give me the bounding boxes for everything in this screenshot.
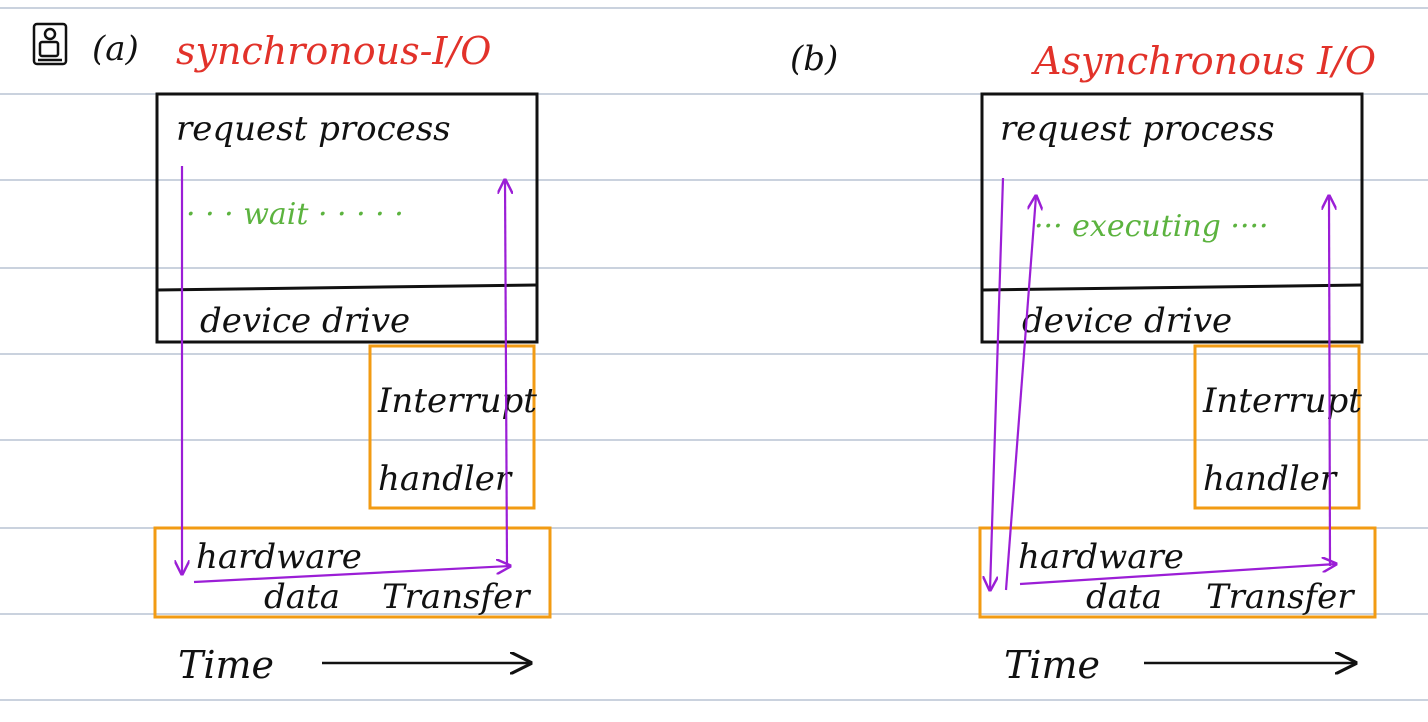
data-label: data <box>264 577 340 617</box>
panel-a: (a) synchronous-I/O request process · · … <box>92 29 552 687</box>
wait-status: · · · wait · · · · · <box>186 197 404 232</box>
handler-label: handler <box>378 459 513 499</box>
executing-status: ··· executing ···· <box>1034 209 1269 244</box>
panel-b: (b) Asynchronous I/O request process ···… <box>790 39 1377 687</box>
completion-up-arrow <box>1329 196 1330 567</box>
hardware-box <box>153 526 552 619</box>
transfer-arrow <box>1019 564 1336 586</box>
time-label: Time <box>178 643 274 687</box>
transfer-label: Transfer <box>382 577 531 617</box>
transfer-label: Transfer <box>1206 577 1355 617</box>
driver-divider <box>156 283 538 292</box>
data-label: data <box>1086 577 1162 617</box>
request-down-arrow <box>990 177 1005 590</box>
return-to-process-arrow <box>1004 196 1036 591</box>
driver-label: device drive <box>1022 301 1232 341</box>
driver-label: device drive <box>200 301 410 341</box>
hardware-box <box>978 526 1377 619</box>
panel-b-tag: (b) <box>790 39 838 79</box>
document-glyph-icon <box>32 22 68 66</box>
interrupt-handler-box <box>368 344 536 510</box>
completion-up-arrow <box>505 180 507 567</box>
panel-b-title: Asynchronous I/O <box>1031 39 1376 83</box>
hardware-label: hardware <box>1018 537 1184 577</box>
interrupt-handler-box <box>1193 344 1361 510</box>
interrupt-label: Interrupt <box>377 381 537 421</box>
interrupt-label: Interrupt <box>1202 381 1362 421</box>
process-label: request process <box>176 109 451 149</box>
time-label: Time <box>1004 643 1100 687</box>
driver-divider <box>981 283 1363 292</box>
panel-a-title: synchronous-I/O <box>176 29 491 73</box>
panel-a-tag: (a) <box>92 29 139 69</box>
handler-label: handler <box>1203 459 1338 499</box>
process-box <box>155 92 539 344</box>
process-box <box>980 92 1364 344</box>
hardware-label: hardware <box>196 537 362 577</box>
process-label: request process <box>1000 109 1275 149</box>
transfer-arrow <box>193 566 510 584</box>
